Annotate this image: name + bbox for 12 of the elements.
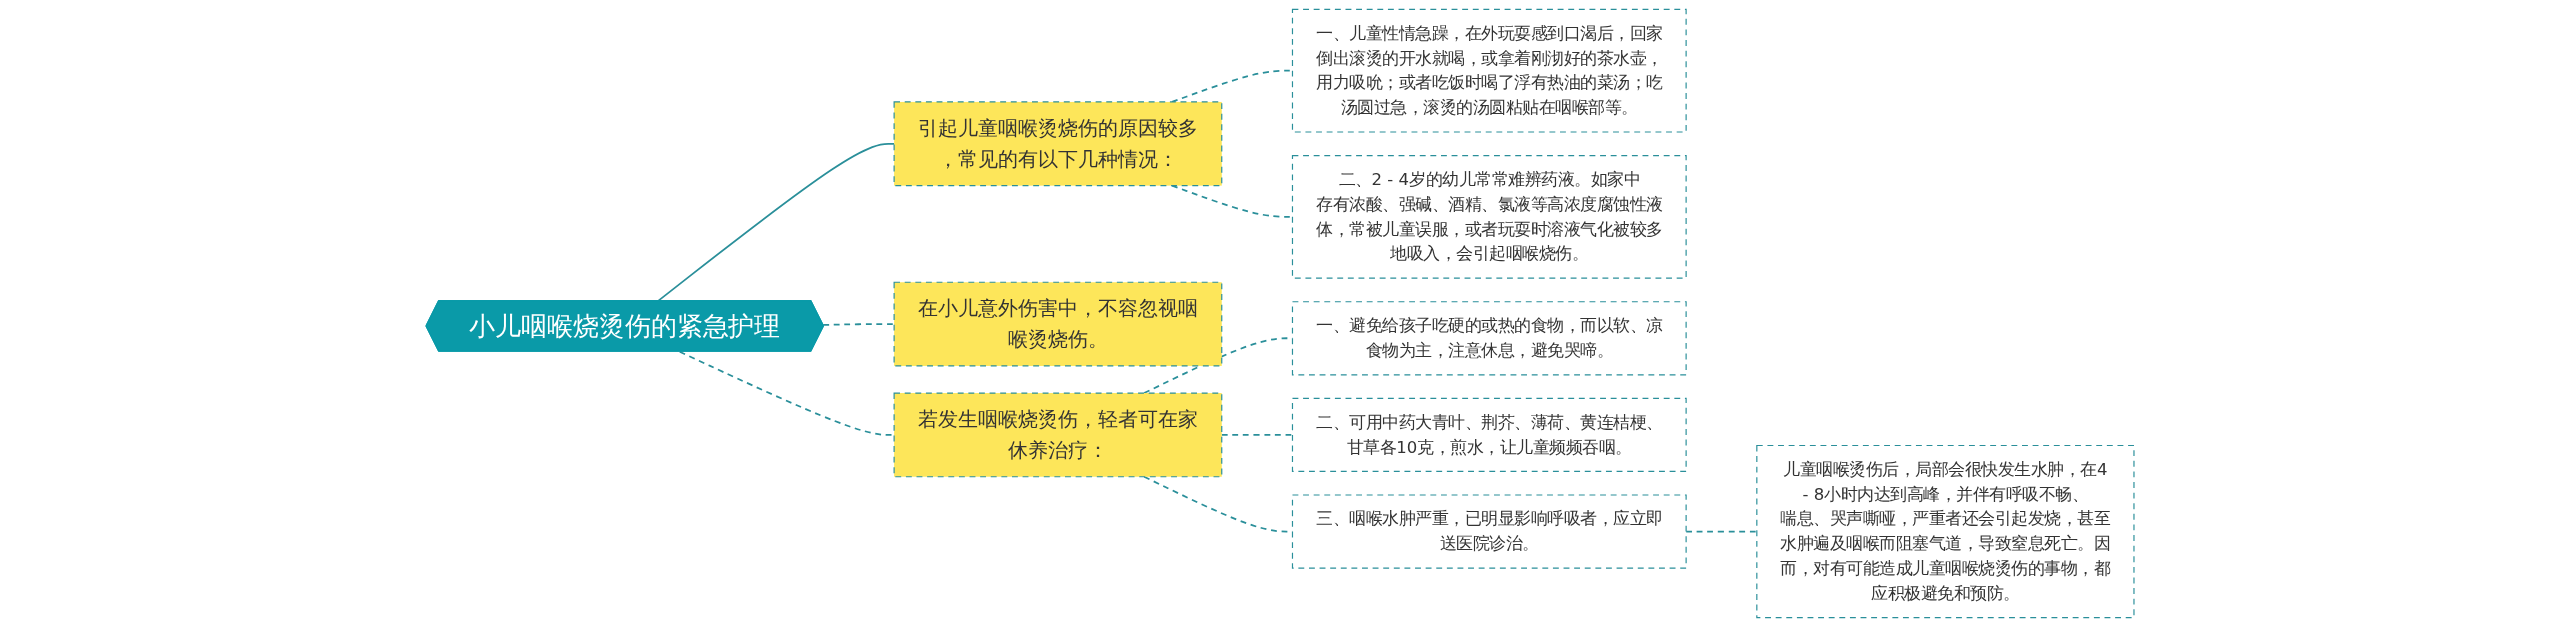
connector bbox=[822, 323, 895, 326]
node-box bbox=[1291, 8, 1687, 133]
connector bbox=[657, 142, 895, 302]
node-box bbox=[893, 281, 1223, 367]
node-box bbox=[1291, 155, 1687, 279]
node-box bbox=[1291, 301, 1687, 376]
node-box bbox=[893, 392, 1223, 478]
node-box bbox=[1291, 494, 1687, 569]
connector bbox=[678, 350, 895, 436]
node-box bbox=[1756, 444, 2135, 619]
node-box bbox=[1291, 397, 1687, 472]
node-box bbox=[893, 101, 1223, 187]
